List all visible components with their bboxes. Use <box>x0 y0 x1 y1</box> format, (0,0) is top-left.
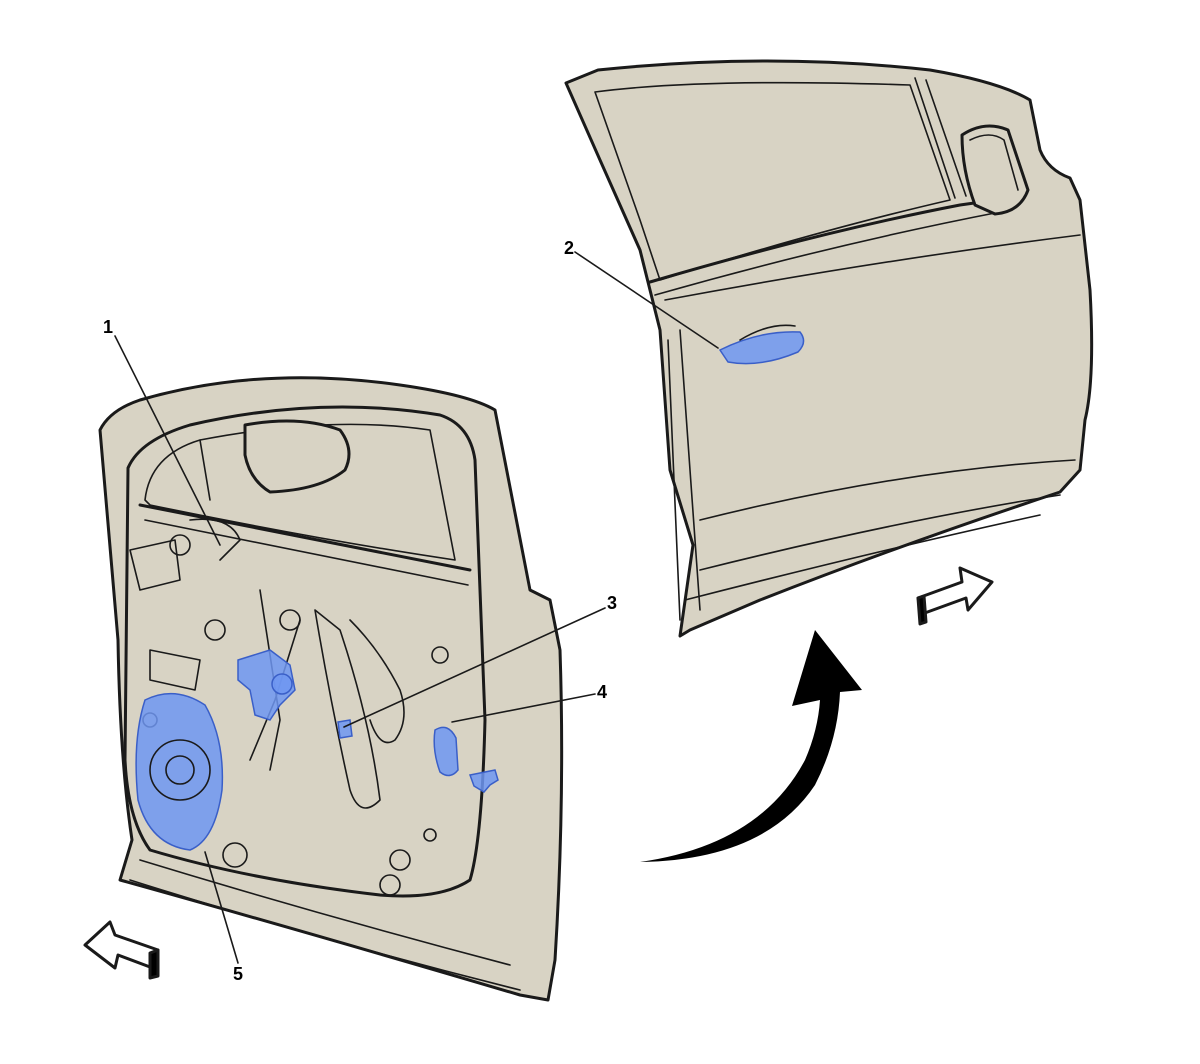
door-latch-component <box>433 726 459 777</box>
rotation-arrow-icon <box>640 630 862 862</box>
side-mirror <box>960 124 1030 216</box>
callout-1: 1 <box>103 317 113 337</box>
window-regulator-motor <box>237 649 296 721</box>
interior-glass-opening <box>144 423 456 561</box>
window-belt-line <box>648 196 1012 284</box>
front-speaker <box>135 692 224 851</box>
interior-mirror-back <box>243 419 351 494</box>
callout-3: 3 <box>607 593 617 613</box>
callout-5: 5 <box>233 964 243 984</box>
direction-arrow-right-icon <box>916 566 994 626</box>
callout-leaders <box>114 251 719 964</box>
interior-door-view <box>98 376 564 1002</box>
exterior-door-handle <box>718 331 805 365</box>
direction-arrow-left-icon <box>83 920 160 980</box>
door-lock-switch-connector <box>337 719 353 739</box>
door-latch-bracket <box>468 769 499 793</box>
exterior-door-view <box>564 59 1094 638</box>
callout-2: 2 <box>564 238 574 258</box>
callout-4: 4 <box>597 682 607 702</box>
